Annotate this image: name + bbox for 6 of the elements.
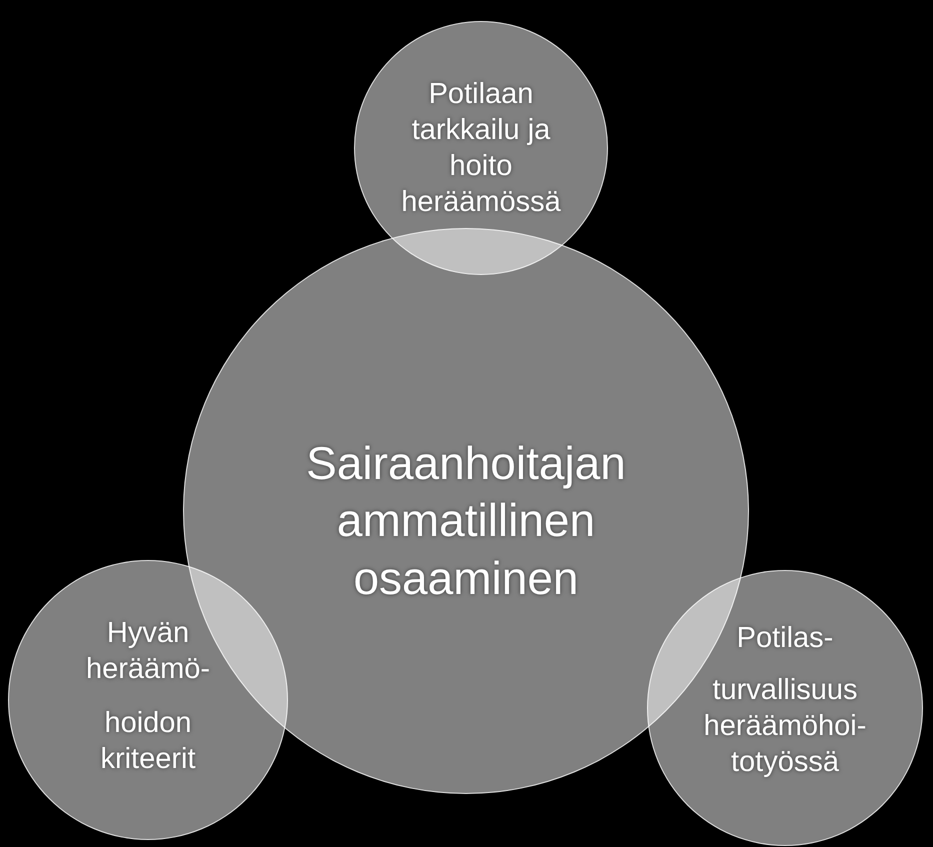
topic-label: Potilaan tarkkailu ja hoito heräämössä [400, 76, 562, 220]
topic-label: Hyvän heräämö- [84, 616, 212, 687]
topic-label: Potilas- [736, 620, 834, 656]
topic-label: turvallisuus heräämöhoi- totyössä [702, 672, 868, 780]
topic-label: hoidon kriteerit [99, 706, 197, 778]
central-label: Sairaanhoitajan ammatillinen osaaminen [305, 436, 627, 606]
